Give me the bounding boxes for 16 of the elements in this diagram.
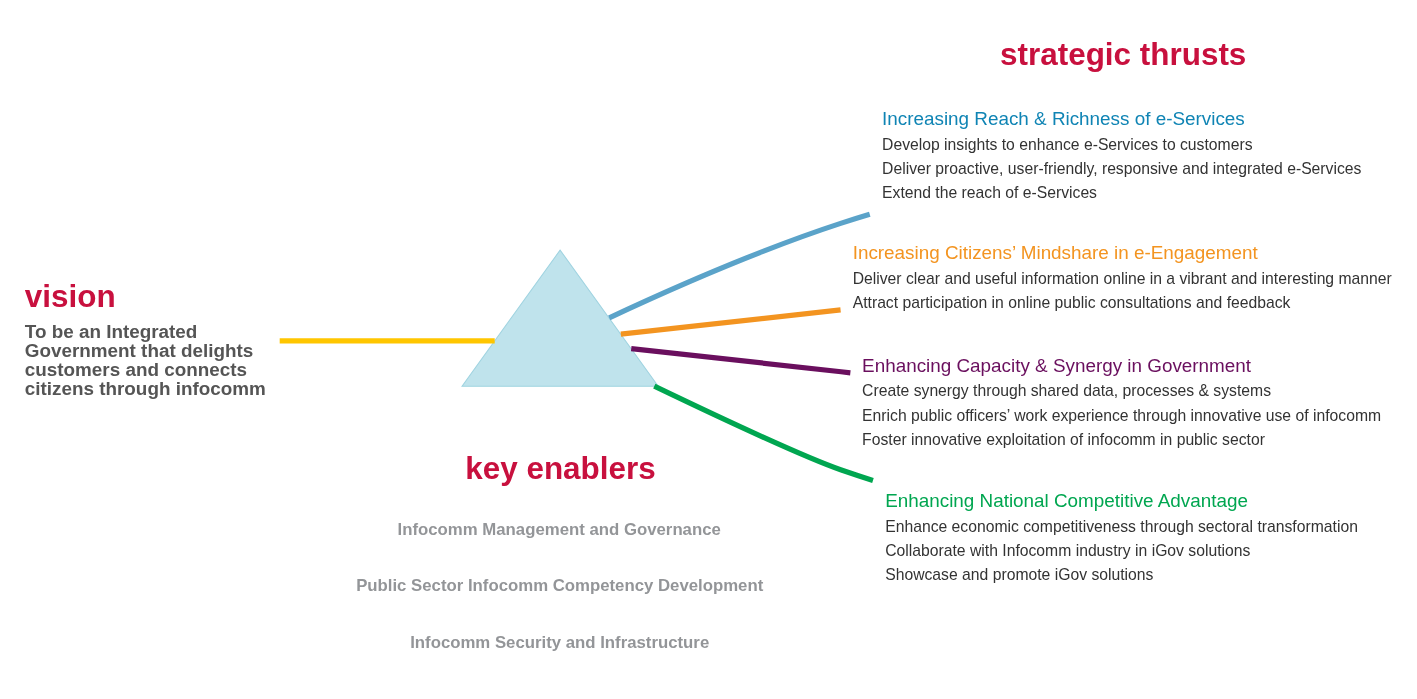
label: Infocomm Security and Infrastructure [410, 632, 710, 652]
label: Public Sector Infocomm Competency Development [356, 575, 764, 595]
node-text: vision To be an Integrated Government that delights customers and connects citizens through infocomm [24, 278, 266, 399]
node-text: Enhancing National Competitive Advantage Enhance economic competitiveness through sectoral transformation Collaborate with Infocomm industry in iGov solutions Showcase and promote iGov solutions [885, 489, 1358, 583]
connector [653, 383, 874, 483]
label: strategic thrusts [1000, 36, 1247, 72]
node-triangle [461, 248, 660, 387]
connector [279, 337, 495, 343]
connector [630, 345, 851, 375]
connector [608, 211, 871, 320]
node-text: Increasing Reach & Richness of e-Services Develop insights to enhance e-Services to customers Deliver proactive, user-friendly, responsive and integrated e-Services Extend the reach of e-Services [882, 107, 1362, 201]
node-text: Increasing Citizens’ Mindshare in e-Engagement Deliver clear and useful information online in a vibrant and interesting manner Attract participation in online public consultations and feedback [852, 241, 1392, 311]
connector [620, 306, 841, 337]
label: Infocomm Management and Governance [397, 519, 721, 539]
label: key enablers [465, 450, 656, 486]
node-text: Enhancing Capacity & Synergy in Government Create synergy through shared data, processes & systems Enrich public officers’ work experience through innovative use of infocomm Foster innovative exploitation of infocomm in public sector [862, 354, 1382, 448]
